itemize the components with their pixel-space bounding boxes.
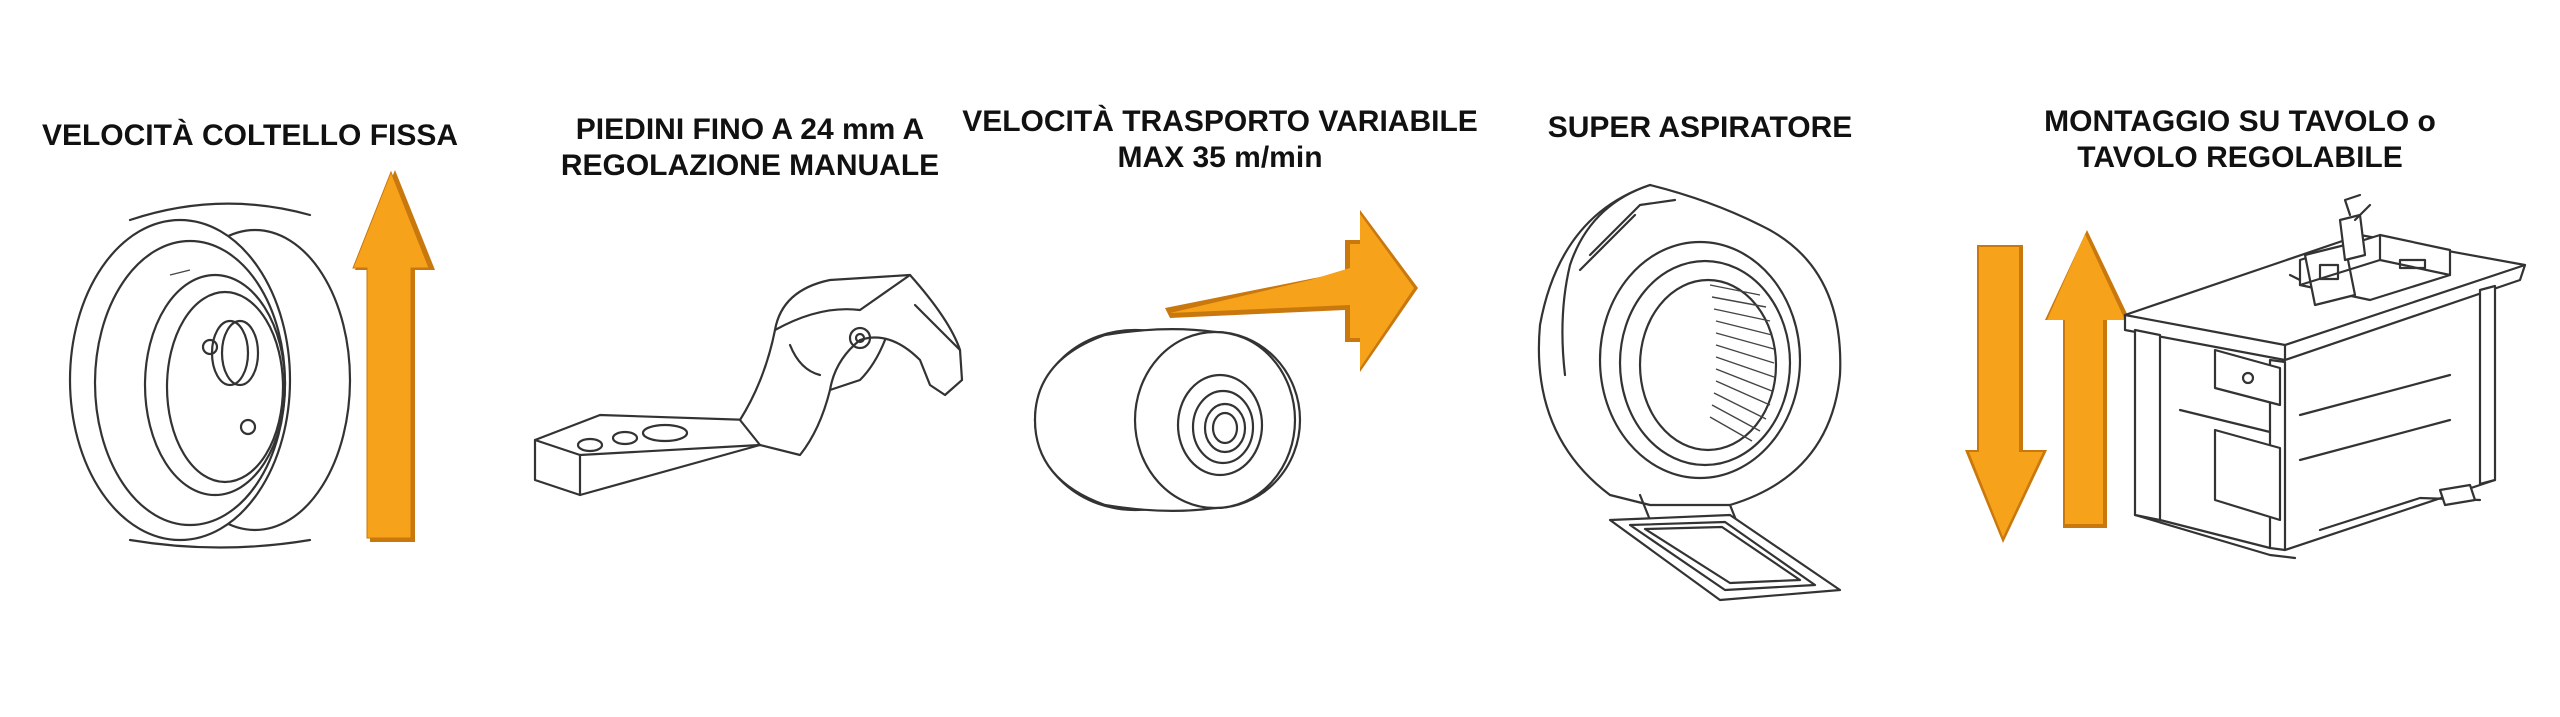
feature-caption: VELOCITÀ COLTELLO FISSA	[40, 118, 460, 154]
caption-line: VELOCITÀ TRASPORTO VARIABILE	[962, 105, 1478, 138]
feature-caption: VELOCITÀ TRASPORTO VARIABILE MAX 35 m/mi…	[960, 104, 1480, 176]
caption-line: SUPER ASPIRATORE	[1547, 111, 1853, 144]
feed-roller-icon	[1033, 328, 1302, 512]
knife-wheel-icon	[68, 202, 352, 549]
caption-line: REGOLAZIONE MANUALE	[560, 149, 940, 182]
arrow-right-icon	[1165, 210, 1418, 372]
caption-line: MAX 35 m/min	[1117, 141, 1323, 174]
arrow-down-icon	[1965, 245, 2047, 543]
feature-caption: SUPER ASPIRATORE	[1510, 110, 1890, 146]
blower-fan-icon	[1537, 183, 1842, 602]
arrow-up-icon	[2045, 230, 2130, 528]
arrow-up-icon	[352, 170, 435, 542]
caption-line: MONTAGGIO SU TAVOLO o	[2044, 105, 2436, 138]
sewing-table-icon	[2123, 193, 2527, 560]
caption-line: VELOCITÀ COLTELLO FISSA	[41, 119, 459, 152]
caption-line: PIEDINI FINO A 24 mm A	[575, 113, 925, 146]
feature-caption: MONTAGGIO SU TAVOLO o TAVOLO REGOLABILE	[2010, 104, 2470, 176]
caption-line: TAVOLO REGOLABILE	[2077, 141, 2403, 174]
feature-caption: PIEDINI FINO A 24 mm A REGOLAZIONE MANUA…	[530, 112, 970, 184]
presser-foot-icon	[533, 273, 964, 497]
